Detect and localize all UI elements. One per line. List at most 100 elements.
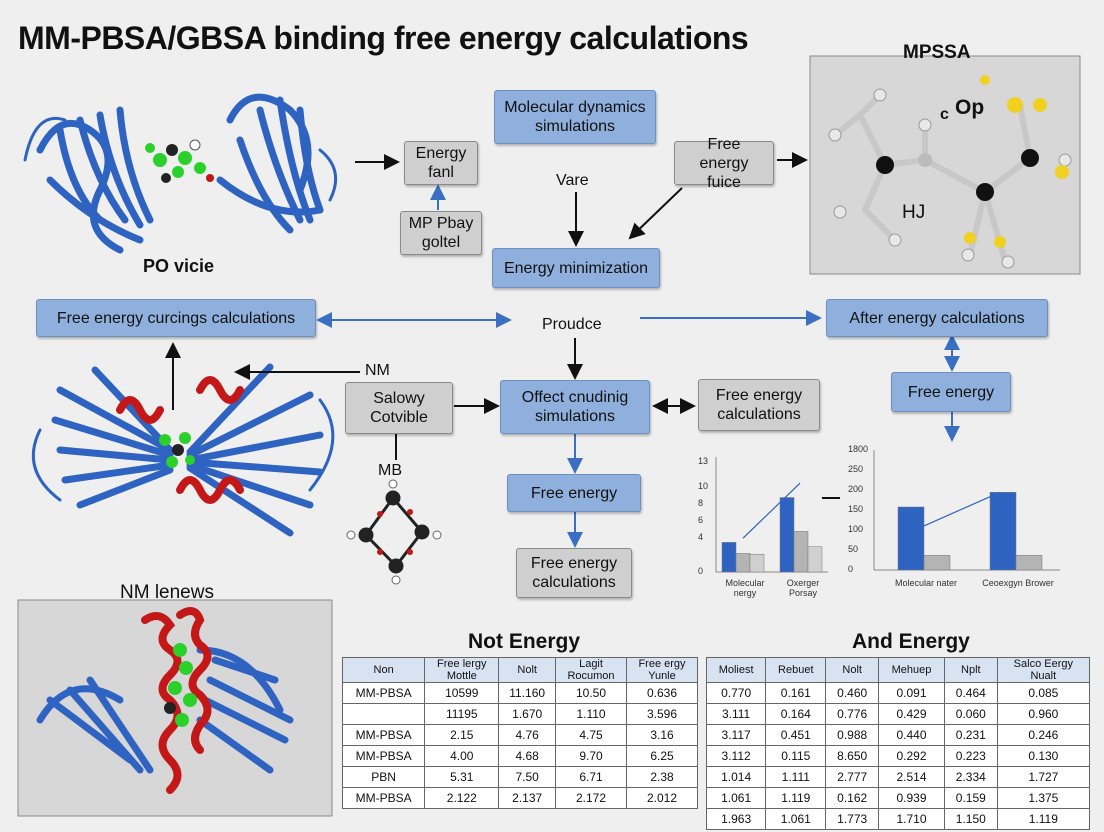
table-cell: 1.773 bbox=[825, 808, 880, 830]
free-energy-calc-bottom-box[interactable]: Free energy calculations bbox=[516, 548, 632, 598]
protein-structure-bottom bbox=[36, 607, 294, 794]
proudce-label: Proudce bbox=[542, 316, 602, 333]
table-cell: 2.012 bbox=[625, 787, 699, 809]
free-energy-fuice-box[interactable]: Free energy fuice bbox=[674, 136, 774, 191]
table-cell: 0.164 bbox=[765, 703, 827, 725]
left-table-title: Not Energy bbox=[468, 630, 581, 653]
table-cell: 2.172 bbox=[555, 787, 627, 809]
free-energy-calc-right-box[interactable]: Free energy calculations bbox=[698, 379, 820, 431]
bar bbox=[897, 506, 925, 571]
free-energy-mid-box[interactable]: Free energy bbox=[507, 474, 641, 512]
y-tick-label: 250 bbox=[848, 464, 864, 474]
y-tick-label: 10 bbox=[698, 481, 709, 492]
table-header-cell: Nplt bbox=[943, 657, 998, 683]
table-header-cell: Moliest bbox=[705, 657, 767, 683]
table-cell: 0.091 bbox=[878, 682, 945, 704]
y-tick-label: 6 bbox=[698, 515, 704, 526]
table-cell: MM-PBSA bbox=[341, 745, 426, 767]
energy-fanl-box[interactable]: Energy fanl bbox=[404, 141, 478, 185]
table-cell: 2.137 bbox=[498, 787, 557, 809]
table-header-cell: Free lergy Mottle bbox=[424, 657, 500, 683]
protein-label: PO vicie bbox=[143, 256, 215, 276]
bar bbox=[749, 553, 765, 573]
table-cell: 1.150 bbox=[943, 808, 998, 830]
table-cell: 0.636 bbox=[625, 682, 699, 704]
table-cell: 0.292 bbox=[878, 745, 945, 767]
molecule-label-c: c bbox=[940, 106, 949, 123]
vare-label: Vare bbox=[556, 172, 589, 189]
protein-structure-middle bbox=[31, 363, 335, 537]
table-cell: 0.440 bbox=[878, 724, 945, 746]
salowy-box[interactable]: Salowy Cotvible bbox=[345, 382, 453, 434]
table-header-cell: Nolt bbox=[825, 657, 880, 683]
bar bbox=[1015, 555, 1043, 571]
y-tick-label: 150 bbox=[848, 504, 864, 514]
table-cell: 0.060 bbox=[943, 703, 998, 725]
molecule-label-hj: HJ bbox=[902, 202, 926, 223]
y-tick-label: 13 bbox=[698, 456, 709, 466]
y-tick-label: 0 bbox=[698, 566, 704, 576]
table-cell: MM-PBSA bbox=[341, 787, 426, 809]
offect-box[interactable]: Offect cnudinig simulations bbox=[500, 380, 650, 434]
table-cell: 1.061 bbox=[765, 808, 827, 830]
table-cell: 1.670 bbox=[498, 703, 557, 725]
table-header-cell: Lagit Rocumon bbox=[555, 657, 627, 683]
nm-label: NM bbox=[365, 362, 390, 379]
y-tick-label: 200 bbox=[848, 484, 864, 494]
table-cell: 6.25 bbox=[625, 745, 699, 767]
free-energy-curcings-box[interactable]: Free energy curcings calculations bbox=[36, 299, 316, 337]
y-tick-label: 100 bbox=[848, 524, 864, 534]
ligand-bottom bbox=[164, 643, 197, 727]
table-cell: 1.119 bbox=[996, 808, 1091, 830]
table-cell: 6.71 bbox=[555, 766, 627, 788]
free-energy-right-box[interactable]: Free energy bbox=[891, 372, 1011, 412]
table-cell: 10.50 bbox=[555, 682, 627, 704]
table-cell: 0.776 bbox=[825, 703, 880, 725]
y-tick-label: 0 bbox=[848, 564, 854, 574]
ligand-top bbox=[145, 139, 214, 183]
table-cell: 1.111 bbox=[765, 766, 827, 788]
table-cell: 0.223 bbox=[943, 745, 998, 767]
mp-pbay-box[interactable]: MP Pbay goltel bbox=[400, 211, 482, 255]
table-cell: 2.15 bbox=[424, 724, 500, 746]
table-cell: 4.75 bbox=[555, 724, 627, 746]
after-energy-box[interactable]: After energy calculations bbox=[826, 299, 1048, 337]
table-cell: 2.514 bbox=[878, 766, 945, 788]
table-cell: 3.117 bbox=[705, 724, 767, 746]
table-cell: 0.960 bbox=[996, 703, 1091, 725]
bar-chart-left bbox=[715, 457, 828, 573]
table-cell: 10599 bbox=[424, 682, 500, 704]
molecular-dynamics-box[interactable]: Molecular dynamics simulations bbox=[494, 90, 656, 144]
table-cell: 0.162 bbox=[825, 787, 880, 809]
bar bbox=[807, 546, 823, 573]
table-cell: 1.110 bbox=[555, 703, 627, 725]
mb-label: MB bbox=[378, 462, 402, 479]
x-tick-label: Molecular nergy bbox=[725, 578, 765, 598]
bar bbox=[779, 497, 795, 573]
y-tick-label: 8 bbox=[698, 498, 704, 509]
x-tick-label: Molecular nater bbox=[894, 578, 958, 588]
table-cell bbox=[341, 703, 426, 725]
table-cell: 1.727 bbox=[996, 766, 1091, 788]
molecule-label-op: Op bbox=[955, 96, 985, 119]
table-cell: 1.375 bbox=[996, 787, 1091, 809]
table-cell: 3.596 bbox=[625, 703, 699, 725]
table-cell: 3.112 bbox=[705, 745, 767, 767]
table-cell: 0.161 bbox=[765, 682, 827, 704]
energy-minimization-box[interactable]: Energy minimization bbox=[492, 248, 660, 288]
table-cell: 11.160 bbox=[498, 682, 557, 704]
table-cell: 5.31 bbox=[424, 766, 500, 788]
protein-structure-top bbox=[23, 93, 338, 254]
table-header-cell: Free ergy Yunle bbox=[625, 657, 699, 683]
table-cell: 0.130 bbox=[996, 745, 1091, 767]
molecule-3d bbox=[828, 75, 1072, 269]
table-cell: 9.70 bbox=[555, 745, 627, 767]
